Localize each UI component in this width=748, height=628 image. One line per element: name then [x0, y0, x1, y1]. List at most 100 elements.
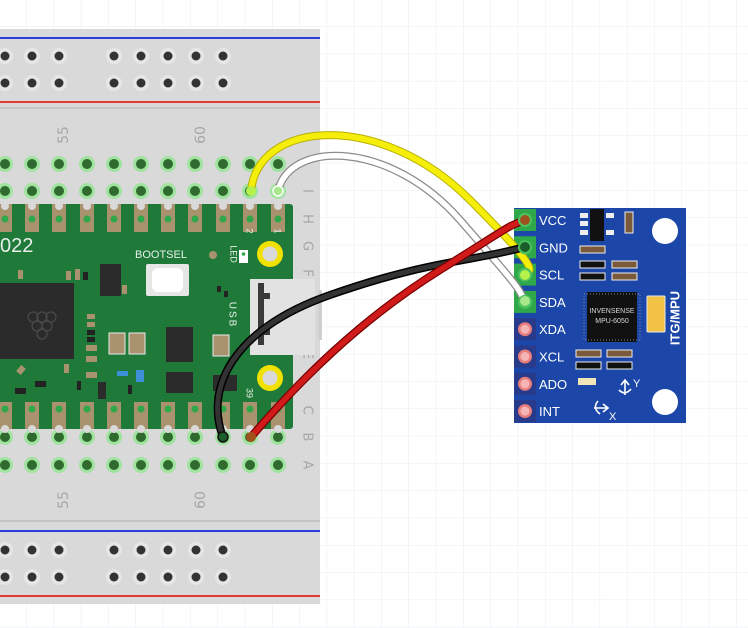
- white-wire[interactable]: [274, 151, 529, 305]
- rail-hole[interactable]: [218, 572, 228, 582]
- rail-hole[interactable]: [163, 51, 173, 61]
- module-pin-label: SCL: [539, 268, 564, 283]
- terminal-hole[interactable]: [218, 159, 228, 169]
- rail-hole[interactable]: [136, 545, 146, 555]
- module-pin-label: INT: [539, 404, 560, 419]
- rail-hole[interactable]: [0, 572, 10, 582]
- rail-hole[interactable]: [218, 78, 228, 88]
- rail-hole[interactable]: [0, 51, 10, 61]
- rail-hole[interactable]: [54, 572, 64, 582]
- terminal-hole[interactable]: [136, 432, 146, 442]
- rail-hole[interactable]: [109, 78, 119, 88]
- rail-hole[interactable]: [163, 545, 173, 555]
- rail-hole[interactable]: [136, 78, 146, 88]
- terminal-hole[interactable]: [54, 432, 64, 442]
- terminal-hole[interactable]: [27, 159, 37, 169]
- pad-notch: [110, 425, 118, 433]
- module-components: [575, 209, 666, 385]
- terminal-hole[interactable]: [27, 186, 37, 196]
- terminal-hole[interactable]: [163, 432, 173, 442]
- rail-hole[interactable]: [109, 572, 119, 582]
- module-pin-inner: [520, 379, 530, 389]
- rail-hole[interactable]: [191, 572, 201, 582]
- terminal-hole[interactable]: [163, 159, 173, 169]
- rail-hole[interactable]: [0, 78, 10, 88]
- terminal-hole[interactable]: [190, 186, 200, 196]
- terminal-hole[interactable]: [109, 159, 119, 169]
- rail-hole[interactable]: [54, 78, 64, 88]
- terminal-hole[interactable]: [245, 460, 255, 470]
- pad-notch: [137, 425, 145, 433]
- terminal-hole[interactable]: [54, 186, 64, 196]
- terminal-hole[interactable]: [273, 432, 283, 442]
- terminal-hole[interactable]: [273, 159, 283, 169]
- rail-hole[interactable]: [136, 51, 146, 61]
- rail-hole[interactable]: [27, 545, 37, 555]
- terminal-hole[interactable]: [109, 432, 119, 442]
- rail-hole[interactable]: [27, 572, 37, 582]
- rail-hole[interactable]: [163, 78, 173, 88]
- terminal-hole[interactable]: [109, 186, 119, 196]
- terminal-hole[interactable]: [273, 460, 283, 470]
- terminal-hole[interactable]: [136, 460, 146, 470]
- terminal-hole[interactable]: [190, 460, 200, 470]
- terminal-hole[interactable]: [218, 186, 228, 196]
- pico-pad-via: [191, 215, 199, 223]
- pad-notch: [28, 425, 36, 433]
- wire-end-yellow-module: [520, 270, 530, 280]
- pad-notch: [28, 202, 36, 210]
- rail-hole[interactable]: [109, 545, 119, 555]
- mpu6050-module[interactable]: INVENSENSE MPU-6050 ITG/MPU Y X: [514, 208, 686, 423]
- chip-pins: [583, 293, 641, 341]
- pad-notch: [274, 425, 282, 433]
- terminal-hole[interactable]: [82, 159, 92, 169]
- terminal-hole[interactable]: [27, 460, 37, 470]
- wire-end-black-pico: [217, 431, 229, 443]
- terminal-hole[interactable]: [0, 159, 10, 169]
- terminal-hole[interactable]: [82, 432, 92, 442]
- rail-hole[interactable]: [27, 51, 37, 61]
- terminal-hole[interactable]: [190, 432, 200, 442]
- rail-hole[interactable]: [136, 572, 146, 582]
- pico-pad-via: [110, 215, 118, 223]
- terminal-hole[interactable]: [109, 460, 119, 470]
- terminal-hole[interactable]: [136, 186, 146, 196]
- rail-hole[interactable]: [191, 51, 201, 61]
- rail-hole[interactable]: [163, 572, 173, 582]
- red-wire[interactable]: [247, 216, 529, 441]
- terminal-hole[interactable]: [82, 186, 92, 196]
- rail-hole[interactable]: [218, 545, 228, 555]
- terminal-hole[interactable]: [82, 460, 92, 470]
- terminal-hole[interactable]: [136, 159, 146, 169]
- rail-hole[interactable]: [218, 51, 228, 61]
- terminal-hole[interactable]: [0, 460, 10, 470]
- terminal-hole[interactable]: [163, 460, 173, 470]
- terminal-hole[interactable]: [245, 159, 255, 169]
- rail-hole[interactable]: [0, 545, 10, 555]
- row-letter-i: I: [300, 189, 315, 193]
- bootsel-label: BOOTSEL: [135, 249, 187, 261]
- terminal-hole[interactable]: [54, 159, 64, 169]
- pad-notch: [246, 202, 254, 210]
- column-number-60-bottom: 60: [193, 491, 209, 509]
- rail-hole[interactable]: [109, 51, 119, 61]
- module-pin-label: XDA: [539, 322, 566, 337]
- terminal-hole[interactable]: [0, 432, 10, 442]
- terminal-hole[interactable]: [27, 432, 37, 442]
- terminal-hole[interactable]: [218, 460, 228, 470]
- pad-notch: [219, 202, 227, 210]
- pico-year-text: 022: [0, 235, 33, 257]
- terminal-hole[interactable]: [0, 186, 10, 196]
- rail-hole[interactable]: [54, 545, 64, 555]
- pad-notch: [83, 202, 91, 210]
- rail-hole[interactable]: [54, 51, 64, 61]
- terminal-hole[interactable]: [54, 460, 64, 470]
- terminal-hole[interactable]: [190, 159, 200, 169]
- rail-hole[interactable]: [191, 78, 201, 88]
- rail-hole[interactable]: [191, 545, 201, 555]
- terminal-hole[interactable]: [163, 186, 173, 196]
- rail-hole[interactable]: [27, 78, 37, 88]
- black-wire[interactable]: [213, 243, 529, 441]
